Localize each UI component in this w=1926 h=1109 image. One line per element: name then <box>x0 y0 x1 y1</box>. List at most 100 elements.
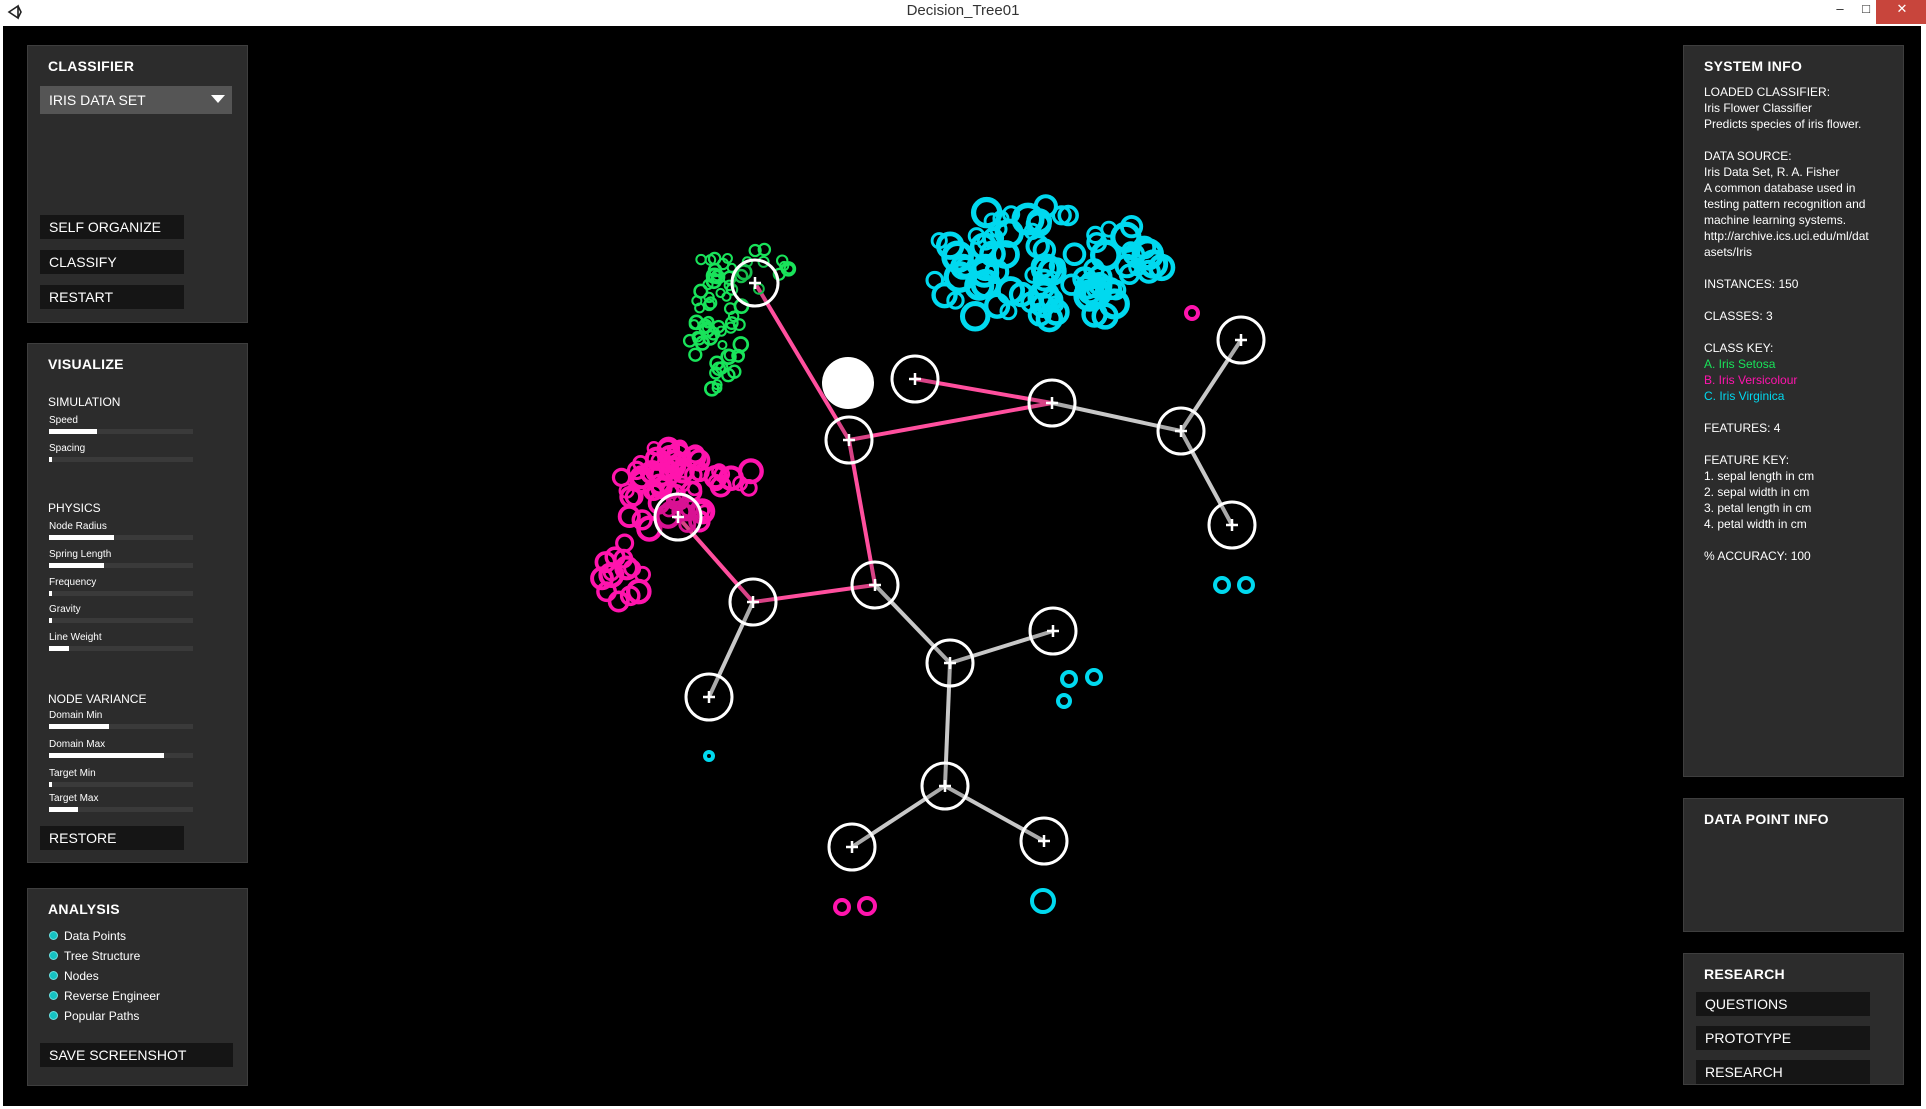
save-screenshot-button[interactable]: SAVE SCREENSHOT <box>40 1043 233 1067</box>
target-max-label: Target Max <box>49 793 99 804</box>
data-source-desc: A common database used in <box>1704 181 1856 195</box>
data-point <box>611 467 632 488</box>
visualize-title: VISUALIZE <box>48 356 124 372</box>
accuracy-value: % ACCURACY: 100 <box>1704 549 1811 563</box>
node-plus-icon <box>843 434 855 446</box>
node-plus-icon <box>909 373 921 385</box>
toggle-dot-icon[interactable] <box>49 991 58 1000</box>
data-source-label: DATA SOURCE: <box>1704 149 1792 163</box>
data-point <box>633 565 652 583</box>
analysis-panel: ANALYSIS Data Points Tree Structure Node… <box>27 888 248 1086</box>
data-source-url: asets/Iris <box>1704 245 1753 259</box>
visualization-canvas[interactable]: CLASSIFIER IRIS DATA SET SELF ORGANIZE C… <box>3 26 1921 1106</box>
data-source-desc: testing pattern recognition and <box>1704 197 1866 211</box>
restore-button[interactable]: RESTORE <box>40 826 184 850</box>
self-organize-button[interactable]: SELF ORGANIZE <box>40 215 184 239</box>
data-point <box>1035 304 1064 333</box>
analysis-item-nodes[interactable]: Nodes <box>48 966 160 986</box>
minimize-button[interactable]: – <box>1836 1 1844 16</box>
data-point <box>626 460 647 481</box>
data-point <box>964 270 995 301</box>
toggle-dot-icon[interactable] <box>49 1011 58 1020</box>
data-point <box>615 533 635 553</box>
data-point <box>999 302 1018 321</box>
spring-length-slider[interactable] <box>49 563 193 568</box>
gravity-slider[interactable] <box>49 618 193 623</box>
tree-edge <box>949 629 1054 665</box>
data-point <box>1213 576 1231 594</box>
domain-min-slider[interactable] <box>49 724 193 729</box>
analysis-item-data-points[interactable]: Data Points <box>48 926 160 946</box>
spacing-slider[interactable] <box>49 457 193 462</box>
data-point <box>703 380 720 397</box>
data-point <box>737 458 764 485</box>
analysis-item-tree-structure[interactable]: Tree Structure <box>48 946 160 966</box>
data-point <box>1237 576 1255 594</box>
system-info-title: SYSTEM INFO <box>1704 58 1803 74</box>
node-radius-slider[interactable] <box>49 535 193 540</box>
data-point <box>713 465 731 483</box>
window-title: Decision_Tree01 <box>906 2 1020 19</box>
data-point <box>1023 222 1041 241</box>
node-plus-icon <box>749 277 761 289</box>
slider-fill <box>49 807 78 812</box>
analysis-item-reverse-engineer[interactable]: Reverse Engineer <box>48 986 160 1006</box>
data-point <box>925 270 945 290</box>
data-point <box>702 298 716 312</box>
feature-key-item: 4. petal width in cm <box>1704 517 1807 531</box>
line-weight-slider[interactable] <box>49 646 193 651</box>
class-key-label: CLASS KEY: <box>1704 341 1774 355</box>
analysis-list: Data Points Tree Structure Nodes Reverse… <box>48 926 160 1026</box>
frequency-slider[interactable] <box>49 591 193 596</box>
data-point-info-panel: DATA POINT INFO <box>1683 798 1904 932</box>
research-button[interactable]: RESEARCH <box>1696 1060 1870 1084</box>
data-point <box>709 355 725 371</box>
decision-tree-graph[interactable] <box>3 26 1921 1106</box>
tree-edge <box>943 662 952 787</box>
speed-slider[interactable] <box>49 429 193 434</box>
data-point <box>1051 205 1072 226</box>
spring-length-label: Spring Length <box>49 549 112 560</box>
node-plus-icon <box>1235 334 1247 346</box>
close-button[interactable]: ✕ <box>1876 0 1926 24</box>
data-point <box>723 348 737 362</box>
toggle-dot-icon[interactable] <box>49 971 58 980</box>
data-point <box>1077 279 1103 305</box>
analysis-item-popular-paths[interactable]: Popular Paths <box>48 1006 160 1026</box>
feature-key-item: 2. sepal width in cm <box>1704 485 1810 499</box>
data-point <box>1030 888 1056 914</box>
data-point <box>724 316 739 330</box>
classifier-panel: CLASSIFIER IRIS DATA SET SELF ORGANIZE C… <box>27 45 248 323</box>
data-point <box>715 287 726 299</box>
data-point <box>1056 693 1072 709</box>
dataset-dropdown[interactable]: IRIS DATA SET <box>40 86 232 114</box>
maximize-button[interactable]: □ <box>1862 1 1870 16</box>
speed-label: Speed <box>49 415 78 426</box>
node-plus-icon <box>1046 397 1058 409</box>
target-max-slider[interactable] <box>49 807 193 812</box>
data-point <box>1062 242 1087 267</box>
target-min-slider[interactable] <box>49 782 193 787</box>
domain-max-label: Domain Max <box>49 739 106 750</box>
domain-max-slider[interactable] <box>49 753 193 758</box>
questions-button[interactable]: QUESTIONS <box>1696 992 1870 1016</box>
data-point-info-title: DATA POINT INFO <box>1704 811 1829 827</box>
data-point <box>715 325 727 337</box>
toggle-dot-icon[interactable] <box>49 951 58 960</box>
node-plus-icon <box>1175 425 1187 437</box>
slider-fill <box>49 782 52 787</box>
research-title: RESEARCH <box>1704 966 1785 982</box>
prototype-button[interactable]: PROTOTYPE <box>1696 1026 1870 1050</box>
active-path-edge <box>752 583 876 604</box>
data-point <box>682 333 697 348</box>
data-point <box>775 254 789 267</box>
data-point <box>727 364 742 379</box>
data-point <box>703 750 715 762</box>
active-path-edge <box>847 439 877 586</box>
data-point <box>833 898 851 916</box>
data-point <box>1100 220 1118 238</box>
toggle-dot-icon[interactable] <box>49 931 58 940</box>
classify-button[interactable]: CLASSIFY <box>40 250 184 274</box>
data-point <box>1148 253 1176 282</box>
restart-button[interactable]: RESTART <box>40 285 184 309</box>
